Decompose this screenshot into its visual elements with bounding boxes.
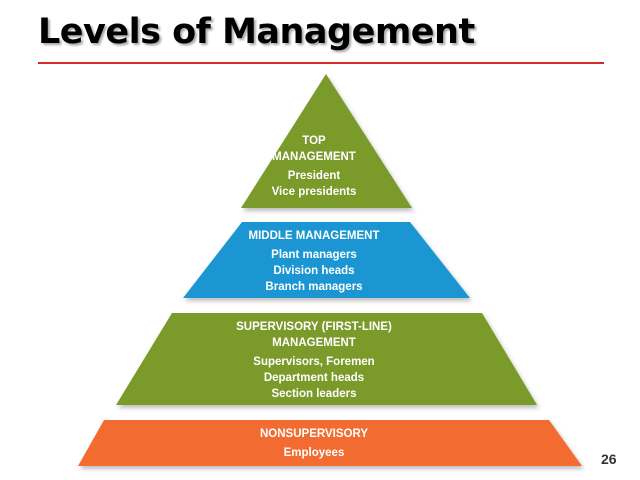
level-item: Employees — [283, 447, 345, 459]
level-item: Section leaders — [271, 388, 357, 400]
level-heading: SUPERVISORY (FIRST-LINE) — [236, 321, 392, 333]
level-middle-shape — [183, 222, 470, 298]
level-item: Plant managers — [271, 249, 357, 261]
level-heading: MANAGEMENT — [272, 337, 356, 349]
level-heading: TOP — [302, 135, 326, 147]
level-top: TOP MANAGEMENT President Vice presidents — [0, 133, 634, 200]
level-heading: MIDDLE MANAGEMENT — [248, 230, 380, 242]
level-item: Department heads — [263, 372, 365, 384]
level-heading: MANAGEMENT — [272, 151, 356, 163]
level-nonsupervisory: NONSUPERVISORY Employees — [0, 426, 634, 461]
level-item: Division heads — [273, 265, 355, 277]
level-nonsupervisory-shape — [78, 420, 582, 466]
level-top-shape — [241, 74, 412, 208]
level-heading: NONSUPERVISORY — [260, 428, 368, 440]
level-supervisory: SUPERVISORY (FIRST-LINE) MANAGEMENT Supe… — [0, 319, 634, 402]
title-underline — [38, 62, 604, 64]
level-item: President — [287, 170, 341, 182]
level-middle: MIDDLE MANAGEMENT Plant managers Divisio… — [0, 228, 634, 295]
level-supervisory-shape — [116, 313, 537, 405]
level-item: Branch managers — [265, 281, 363, 293]
slide-title: Levels of Management — [38, 12, 475, 52]
page-number: 26 — [601, 451, 617, 467]
level-item: Vice presidents — [271, 186, 357, 198]
level-item: Supervisors, Foremen — [253, 356, 375, 368]
